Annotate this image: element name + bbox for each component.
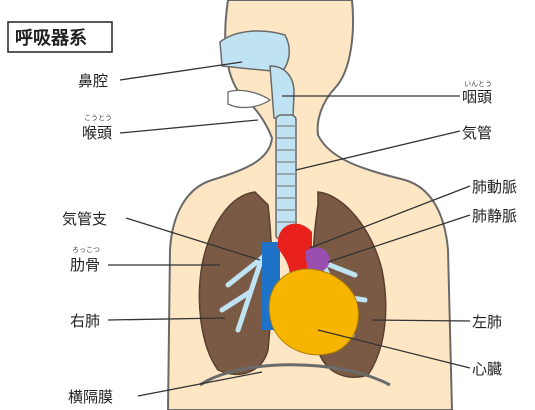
label-heart: 心臓 (472, 360, 502, 378)
ruby-pharynx: いんとう (464, 80, 492, 88)
label-larynx: 喉頭 (82, 124, 112, 142)
label-right-lung: 右肺 (70, 312, 100, 330)
label-trachea: 気管 (462, 124, 492, 142)
label-pulmonary-artery: 肺動脈 (472, 178, 517, 196)
label-nasal-cavity: 鼻腔 (78, 72, 108, 90)
ruby-rib: ろっこつ (72, 246, 100, 254)
label-bronchus: 気管支 (62, 210, 107, 228)
ruby-larynx: こうとう (84, 114, 112, 122)
nasal-cavity-shape (220, 31, 289, 72)
trachea-tube (276, 115, 296, 240)
label-pharynx: 咽頭 (462, 88, 492, 106)
label-left-lung: 左肺 (472, 313, 502, 331)
label-diaphragm: 横隔膜 (68, 388, 113, 406)
label-pulmonary-vein: 肺静脈 (472, 207, 517, 225)
diagram-title: 呼吸器系 (15, 28, 87, 49)
label-rib: 肋骨 (70, 256, 100, 274)
